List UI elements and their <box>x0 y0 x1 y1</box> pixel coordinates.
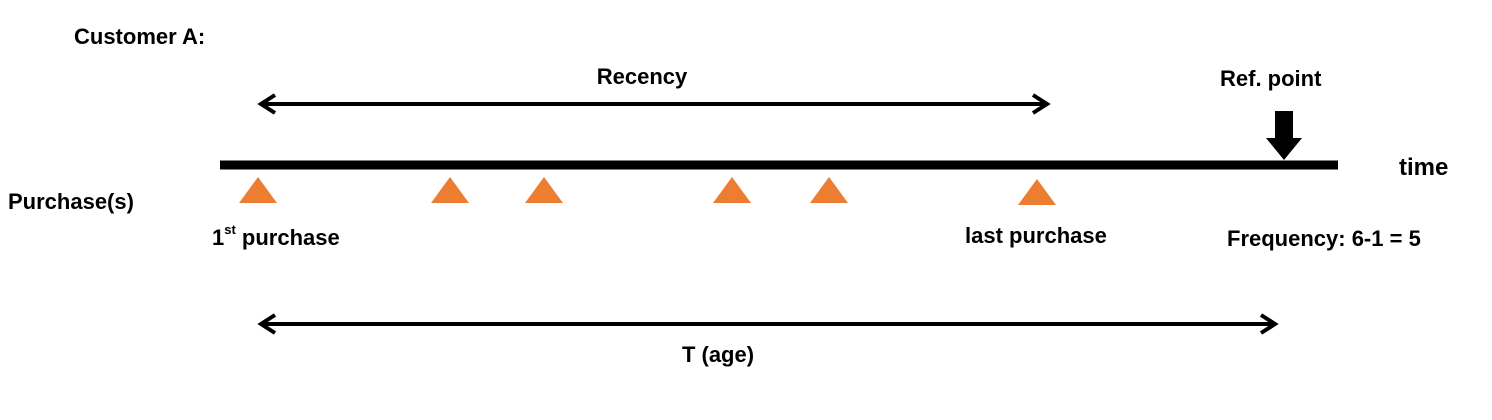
frequency-label: Frequency: 6-1 = 5 <box>1227 226 1421 251</box>
purchase-marker <box>431 177 469 203</box>
first-purchase-ordinal: st <box>224 222 236 237</box>
purchases-row-label: Purchase(s) <box>8 189 134 214</box>
purchase-markers <box>239 177 1056 205</box>
purchase-marker <box>810 177 848 203</box>
age-arrow <box>257 313 1279 335</box>
reference-point-label: Ref. point <box>1220 66 1322 91</box>
purchase-marker <box>1018 179 1056 205</box>
purchase-marker <box>713 177 751 203</box>
first-purchase-text: purchase <box>235 225 340 250</box>
last-purchase-label: last purchase <box>965 223 1107 248</box>
first-purchase-label: 1st purchase <box>212 222 340 251</box>
customer-title: Customer A: <box>74 24 206 49</box>
purchase-marker <box>525 177 563 203</box>
time-axis-label: time <box>1399 154 1449 181</box>
purchase-marker <box>239 177 277 203</box>
recency-label: Recency <box>596 64 688 89</box>
age-label: T (age) <box>681 342 755 367</box>
recency-arrow <box>257 93 1051 115</box>
reference-point-arrow <box>1266 111 1302 160</box>
first-purchase-number: 1 <box>212 225 225 250</box>
